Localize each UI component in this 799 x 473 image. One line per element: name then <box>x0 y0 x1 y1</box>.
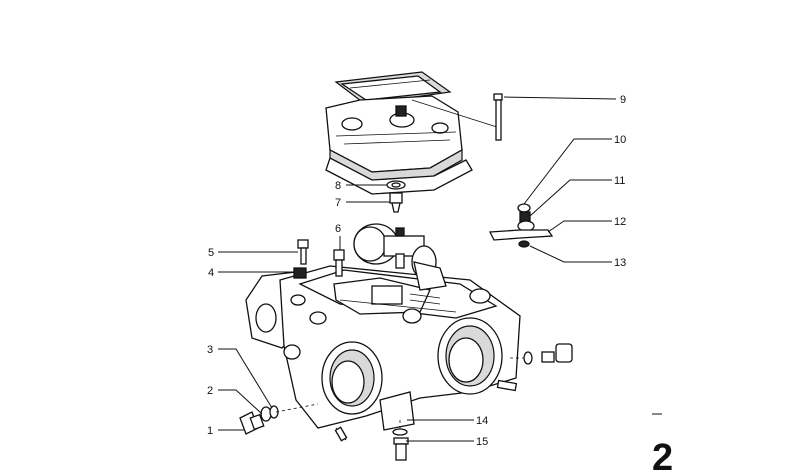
callout-1: 1 <box>207 425 213 437</box>
callout-11: 11 <box>614 175 625 187</box>
plug-part-15 <box>393 437 409 461</box>
jet-part-7 <box>389 192 403 213</box>
bolt-part-5 <box>297 239 309 265</box>
callout-12: 12 <box>614 216 626 228</box>
float-chamber <box>353 223 447 291</box>
screw-part-6 <box>333 249 345 277</box>
nut-part-4 <box>293 267 307 279</box>
corner-mark-text: 2 <box>652 437 673 473</box>
callout-3: 3 <box>207 344 213 356</box>
callout-14: 14 <box>476 415 488 427</box>
linkage-parts-10-13 <box>488 203 554 248</box>
callout-5: 5 <box>208 247 214 259</box>
washer-part-8 <box>386 180 406 190</box>
callout-4: 4 <box>208 267 214 279</box>
carburetor-top-cover <box>325 71 501 195</box>
callout-10: 10 <box>614 134 626 146</box>
callout-9: 9 <box>620 94 626 106</box>
corner-page-mark: 2 <box>652 413 673 473</box>
leader-lines <box>218 96 617 442</box>
callout-8: 8 <box>335 180 341 192</box>
float-needle-part-9 <box>493 93 503 141</box>
callout-labels: 1 2 3 4 5 6 7 8 9 10 11 12 13 14 15 <box>207 94 626 448</box>
callout-2: 2 <box>207 385 213 397</box>
callout-13: 13 <box>614 257 626 269</box>
callout-15: 15 <box>476 436 488 448</box>
callout-6: 6 <box>335 223 341 235</box>
plug-part-1 <box>239 411 265 435</box>
carburetor-main-body <box>245 265 521 442</box>
fuel-inlet-fittings <box>510 343 573 365</box>
washer-part-2 <box>260 406 272 422</box>
callout-7: 7 <box>335 197 341 209</box>
washer-part-14 <box>392 428 408 436</box>
